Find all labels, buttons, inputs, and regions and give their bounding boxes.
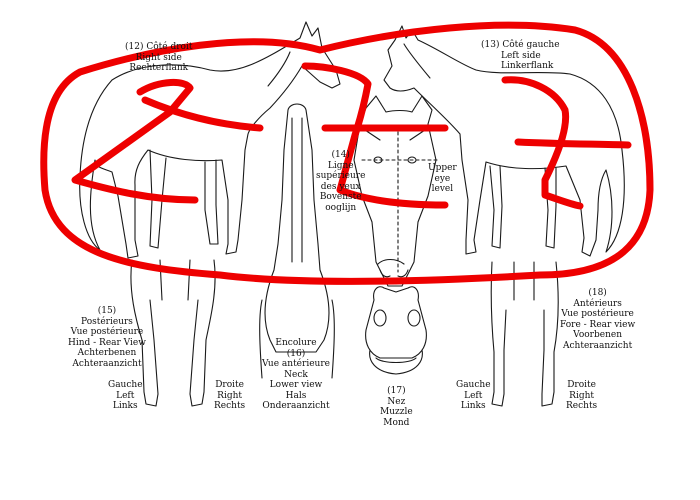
view15-fr2: Vue postérieure [70,327,144,337]
view15-left-fr: Gauche [108,380,143,390]
view12-number: (12) [125,42,144,52]
view14-nl2: ooglijn [325,202,357,213]
view14-en3: level [431,184,454,194]
label-view-13: (13) Côté gauche Left side Linkerflank [481,40,560,72]
view12-fr: Côté droit [146,42,193,52]
view14-fr2: supérieure [316,171,366,181]
view15-left-nl: Links [112,401,138,411]
view18-fr1: Antérieurs [573,298,622,309]
view15-nl2: Achteraanzicht [72,358,142,369]
label-view-17: (17) Nez Muzzle Mond [380,386,413,428]
view17-nl: Mond [383,417,410,428]
view18-right-en: Right [569,390,595,401]
view13-fr: Côté gauche [502,40,560,50]
view18-left-nl: Links [460,401,486,411]
label-view-18-right: Droite Right Rechts [566,380,597,412]
label-view-16: Encolure (16) Vue antérieure Neck Lower … [262,338,330,412]
view15-right-nl: Rechts [214,401,246,411]
view18-right-nl: Rechts [566,401,598,411]
red-z-mark-right [501,76,584,210]
view18-fr2: Vue postérieure [561,309,634,319]
view15-nl1: Achterbenen [77,348,137,358]
view14-number: (14) [331,150,350,160]
view17-en: Muzzle [380,407,413,417]
view12-en: Right side [135,52,182,63]
view16-fr2: Vue antérieure [262,359,330,369]
horse-neck-lower-view-drawing [259,103,335,379]
view16-en1: Neck [284,369,308,380]
view13-nl: Linkerflank [501,61,554,71]
horse-muzzle-drawing [365,286,427,375]
line-drawing [79,21,625,407]
label-view-14: (14) Ligne supérieure des yeux Bovenste … [316,150,365,213]
view12-nl: Rechterflank [129,63,189,73]
label-view-12: (12) Côté droit Right side Rechterflank [125,42,192,74]
view18-left-en: Left [464,390,483,401]
red-annotation-marks [40,21,654,285]
view18-en: Fore - Rear view [560,319,636,330]
view16-nl1: Hals [285,390,307,401]
red-z-mark-left [71,79,199,204]
view14-fr3: des yeux [320,181,361,192]
view15-en: Hind - Rear View [68,337,146,348]
view13-number: (13) [481,40,500,50]
red-enclosing-loop [40,21,654,285]
horse-right-side-drawing [79,21,341,259]
view14-fr1: Ligne [327,160,354,171]
view13-en: Left side [501,50,541,61]
view14-en1: Upper [428,163,457,173]
label-view-15: (15) Postérieurs Vue postérieure Hind - … [68,306,146,369]
view16-nl2: Onderaanzicht [262,401,330,411]
view14-nl1: Bovenste [319,192,362,202]
label-view-15-right: Droite Right Rechts [214,380,245,412]
label-eye-level: Upper eye level [428,163,457,195]
view15-left-en: Left [116,390,135,401]
red-line-left [141,96,264,132]
label-view-15-left: Gauche Left Links [108,380,143,412]
view16-number: (16) [286,348,306,359]
view15-number: (15) [97,306,117,316]
fore-legs-rear-view-drawing [490,261,559,407]
label-view-18-left: Gauche Left Links [456,380,491,412]
view17-number: (17) [387,386,406,396]
view18-nl2: Achteraanzicht [563,340,633,351]
view15-right-en: Right [217,390,243,401]
view18-number: (18) [588,288,607,298]
view16-fr1: Encolure [275,338,317,348]
label-view-18: (18) Antérieurs Vue postérieure Fore - R… [560,288,635,351]
view14-en2: eye [434,173,451,184]
view18-nl1: Voorbenen [573,330,622,340]
red-line-right [514,138,632,149]
view17-fr: Nez [387,396,406,407]
view15-fr1: Postérieurs [81,316,133,327]
view15-right-fr: Droite [215,380,244,390]
view18-right-fr: Droite [567,380,596,390]
view18-left-fr: Gauche [456,380,491,390]
view16-en2: Lower view [269,380,323,390]
red-z-mark-middle [301,62,449,209]
